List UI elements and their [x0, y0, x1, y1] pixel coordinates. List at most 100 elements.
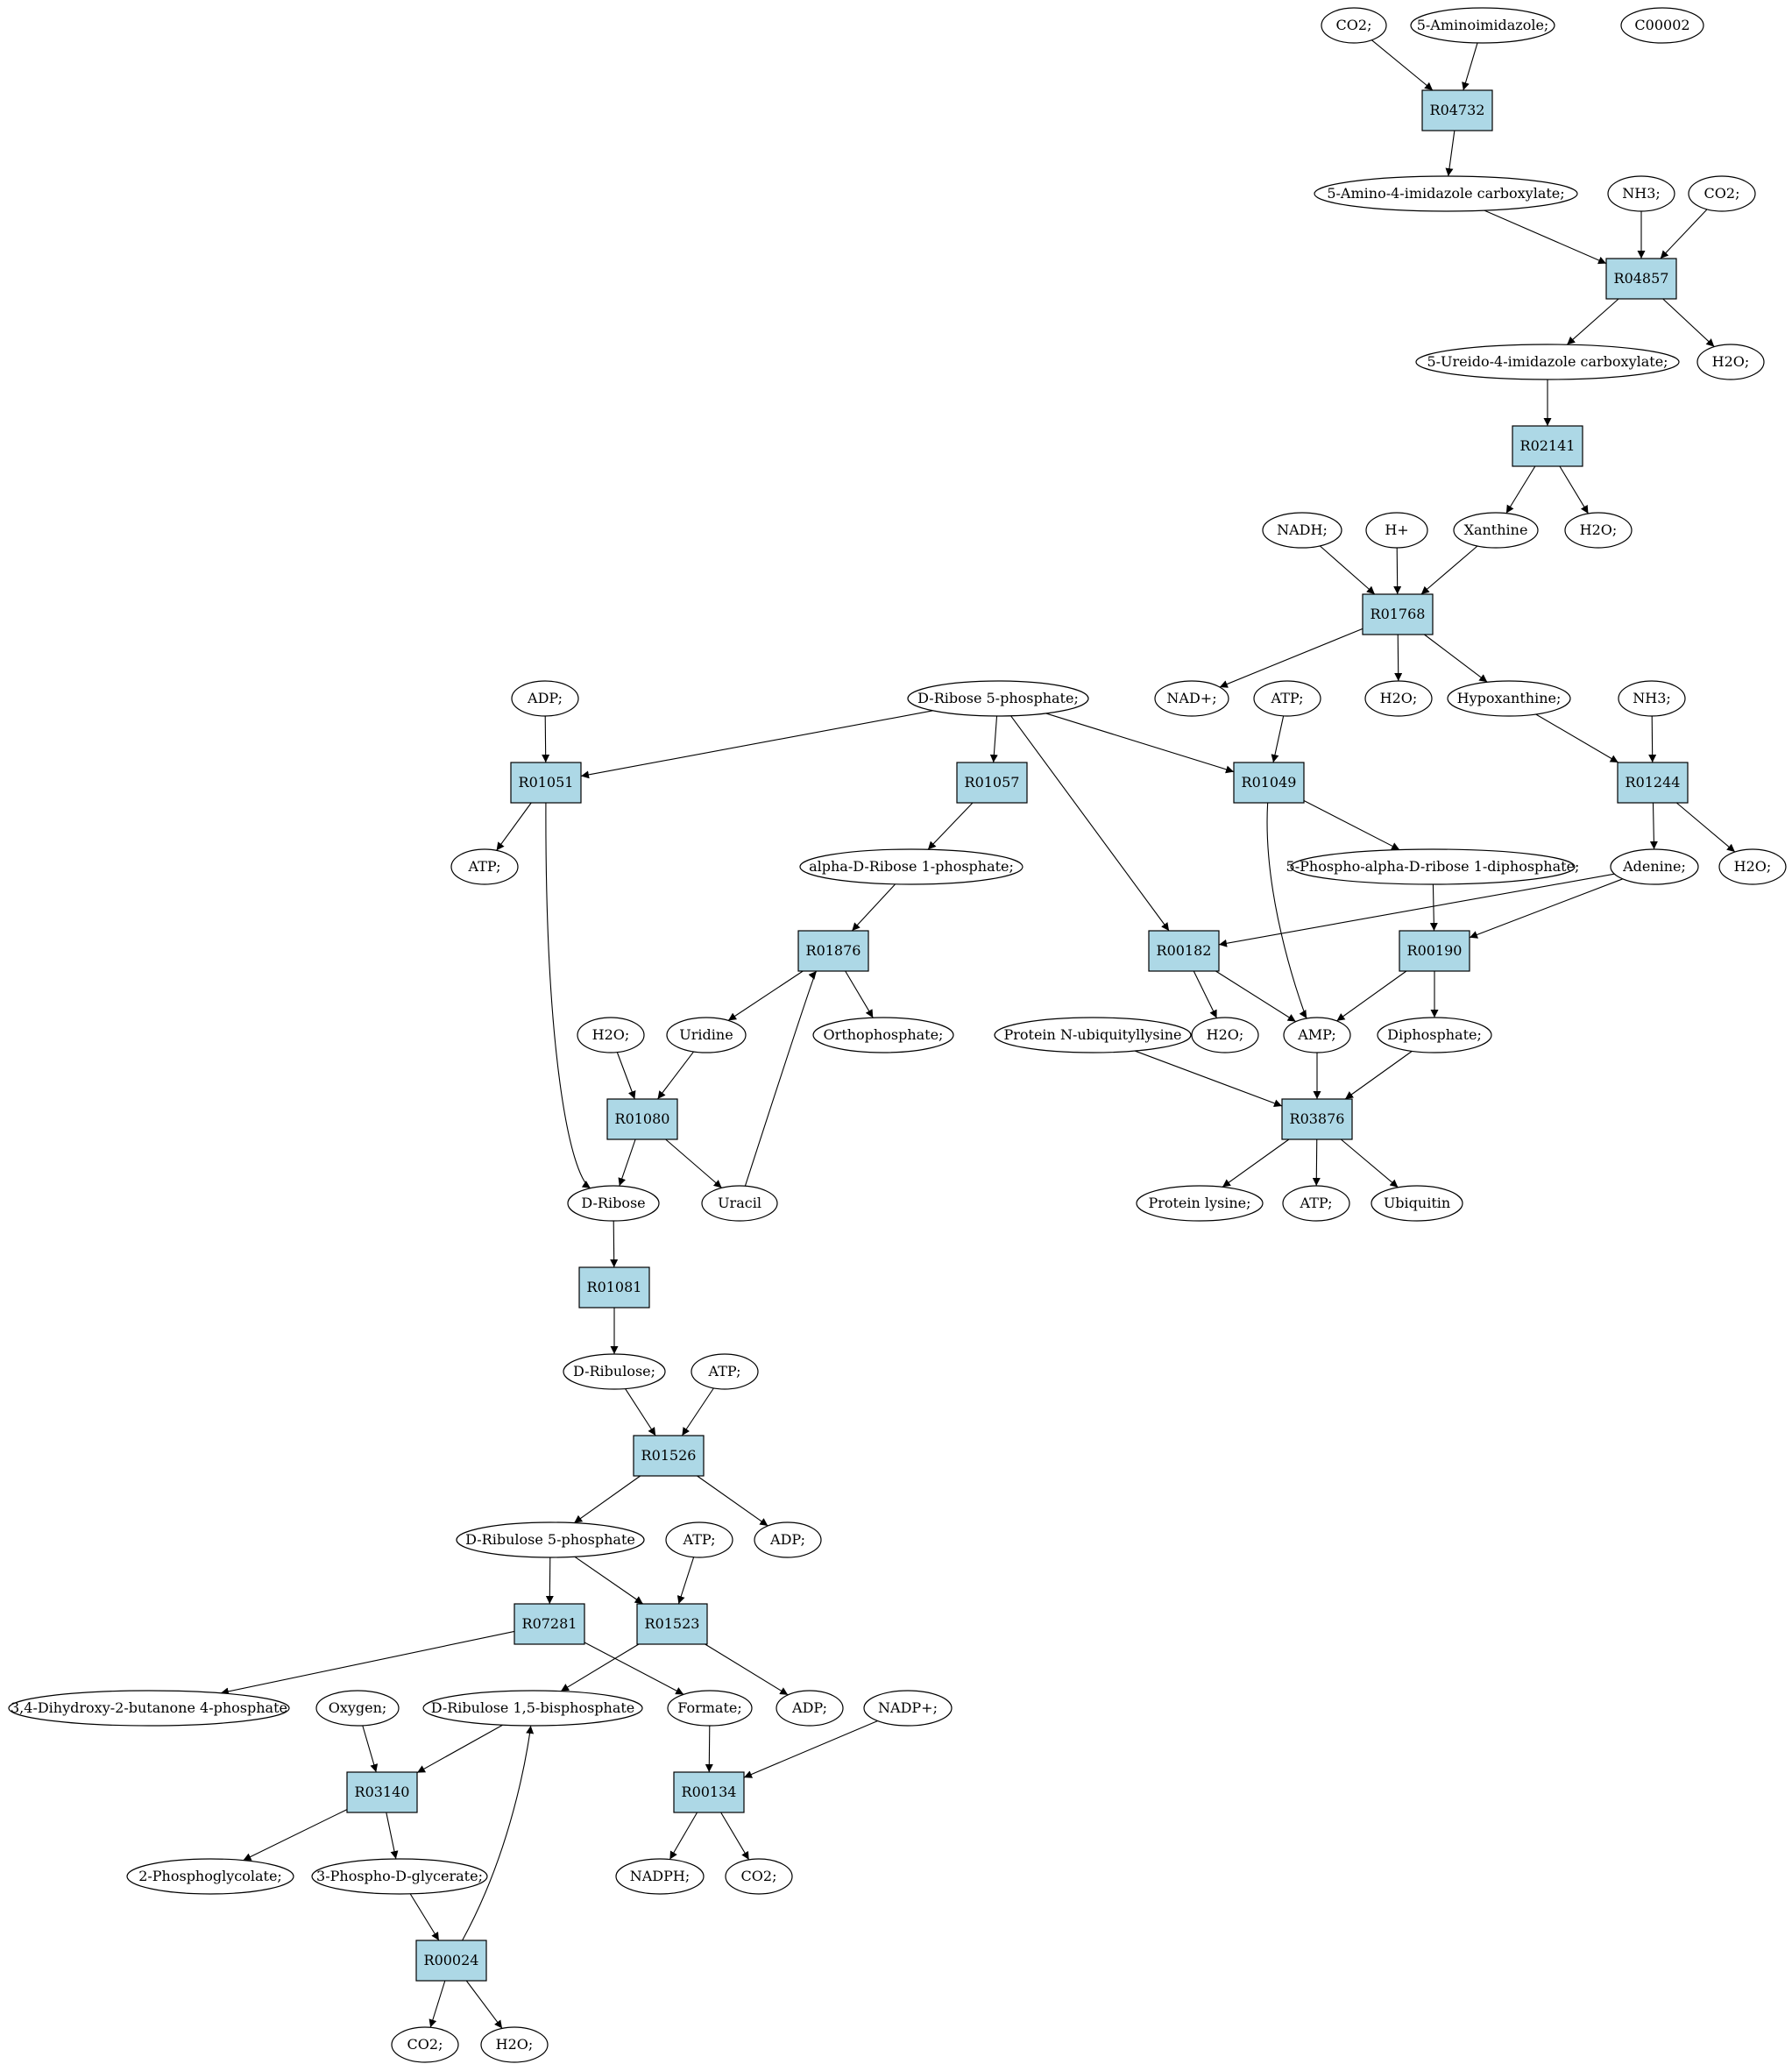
compound-node-c_h2o_b[interactable]: H2O; [1564, 512, 1633, 549]
compound-node-c_dribose[interactable]: D-Ribose [567, 1185, 660, 1222]
compound-node-c_nh3_b[interactable]: NH3; [1618, 680, 1686, 717]
compound-label: 3,4-Dihydroxy-2-butanone 4-phosphate [11, 1699, 287, 1716]
compound-ellipse [1447, 680, 1571, 717]
edge-r07281-to-c_formate [584, 1642, 684, 1695]
compound-label: Adenine; [1622, 858, 1686, 875]
edge-c_formate-to-r00134 [705, 1725, 713, 1773]
reaction-node-r01876[interactable]: R01876 [797, 930, 869, 972]
compound-node-c_nadph[interactable]: NADPH; [615, 1858, 705, 1895]
compound-node-c_pglycolate[interactable]: 2-Phosphoglycolate; [126, 1858, 294, 1895]
reaction-node-r00024[interactable]: R00024 [415, 1940, 487, 1982]
compound-node-c_co2_a[interactable]: CO2; [1321, 7, 1387, 44]
reaction-node-r01080[interactable]: R01080 [606, 1098, 678, 1140]
compound-node-c_nadh[interactable]: NADH; [1262, 512, 1342, 549]
compound-ellipse [615, 1858, 705, 1895]
reaction-node-r00182[interactable]: R00182 [1148, 930, 1220, 972]
edge-r01526-to-c_adp_b [697, 1475, 769, 1527]
compound-node-c_co2_b[interactable]: CO2; [1688, 175, 1756, 212]
compound-node-c_aicarbox[interactable]: 5-Amino-4-imidazole carboxylate; [1314, 175, 1578, 212]
compound-node-c_adp_a[interactable]: ADP; [511, 680, 579, 717]
compound-label: NH3; [1622, 185, 1661, 202]
compound-node-c_uracil[interactable]: Uracil [701, 1185, 778, 1222]
compound-ellipse [1688, 175, 1756, 212]
reaction-node-r01081[interactable]: R01081 [578, 1266, 650, 1309]
edge-c_dribulose-to-r01526 [625, 1388, 656, 1436]
compound-node-c_dhbp[interactable]: 3,4-Dihydroxy-2-butanone 4-phosphate [8, 1690, 290, 1727]
edge-c_hplus-to-r01768 [1393, 547, 1402, 595]
reaction-node-r07281[interactable]: R07281 [514, 1603, 585, 1645]
compound-ellipse [511, 680, 579, 717]
compound-node-c_aminoimidazole[interactable]: 5-Aminoimidazole; [1410, 7, 1555, 44]
compound-label: H2O; [1712, 353, 1750, 370]
compound-node-c_h2o_f[interactable]: H2O; [1191, 1017, 1259, 1053]
reaction-box [578, 1266, 650, 1309]
reaction-node-r01526[interactable]: R01526 [633, 1435, 705, 1477]
reaction-node-r03876[interactable]: R03876 [1281, 1098, 1353, 1140]
compound-node-c_r5p[interactable]: D-Ribose 5-phosphate; [907, 680, 1089, 717]
compound-node-c_diphos[interactable]: Diphosphate; [1377, 1017, 1492, 1053]
compound-node-c_adenine[interactable]: Adenine; [1610, 848, 1699, 885]
compound-node-c_protlys[interactable]: Protein lysine; [1136, 1185, 1264, 1222]
compound-node-c_atp_b[interactable]: ATP; [450, 848, 519, 885]
reaction-node-r02141[interactable]: R02141 [1512, 425, 1583, 467]
reaction-node-r00190[interactable]: R00190 [1399, 930, 1470, 972]
compound-node-c_h2o_e[interactable]: H2O; [577, 1017, 645, 1053]
compound-node-c_ureido[interactable]: 5-Ureido-4-imidazole carboxylate; [1415, 344, 1680, 380]
edge-c_rubp-to-r03140 [416, 1724, 503, 1774]
edge-r00134-to-c_nadph [669, 1812, 698, 1860]
compound-node-c_co2_d[interactable]: CO2; [391, 2026, 459, 2063]
compound-node-c_adp_b[interactable]: ADP; [754, 1521, 822, 1558]
compound-ellipse [391, 2026, 459, 2063]
compound-node-c_h2o_a[interactable]: H2O; [1696, 344, 1765, 380]
compound-node-c_3pg[interactable]: 3-Phospho-D-glycerate; [311, 1858, 488, 1895]
edge-r07281-to-c_dhbp [220, 1630, 515, 1696]
reaction-node-r00134[interactable]: R00134 [673, 1771, 745, 1813]
compound-node-c_h2o_d[interactable]: H2O; [1718, 848, 1787, 885]
compound-node-c_atp_a[interactable]: ATP; [1253, 680, 1321, 717]
reaction-node-r04857[interactable]: R04857 [1605, 258, 1677, 300]
reaction-node-r04732[interactable]: R04732 [1421, 89, 1493, 131]
compound-node-c_uridine[interactable]: Uridine [666, 1017, 747, 1053]
compound-node-c_rubp[interactable]: D-Ribulose 1,5-bisphosphate [422, 1690, 643, 1727]
reaction-node-r01523[interactable]: R01523 [636, 1603, 708, 1645]
compound-node-c_nadplus[interactable]: NAD+; [1154, 680, 1229, 717]
compound-node-c_c00002[interactable]: C00002 [1620, 7, 1704, 44]
reaction-node-r01057[interactable]: R01057 [956, 762, 1028, 804]
compound-ellipse [1607, 175, 1675, 212]
compound-node-c_h2o_g[interactable]: H2O; [480, 2026, 549, 2063]
edge-r00024-to-c_h2o_g [465, 1980, 503, 2029]
compound-node-c_atp_c[interactable]: ATP; [1282, 1185, 1350, 1222]
edge-r04857-to-c_ureido [1566, 298, 1619, 345]
compound-node-c_prpp[interactable]: 5-Phospho-alpha-D-ribose 1-diphosphate; [1286, 848, 1580, 885]
compound-node-c_formate[interactable]: Formate; [667, 1690, 753, 1727]
compound-node-c_nadpplus[interactable]: NADP+; [863, 1690, 953, 1727]
compound-node-c_amp[interactable]: AMP; [1283, 1017, 1351, 1053]
reaction-node-r01051[interactable]: R01051 [510, 762, 582, 804]
edge-r01768-to-c_h2o_c [1394, 634, 1403, 682]
compound-node-c_nh3_a[interactable]: NH3; [1607, 175, 1675, 212]
compound-node-c_hplus[interactable]: H+ [1365, 512, 1428, 549]
compound-node-c_hypox[interactable]: Hypoxanthine; [1447, 680, 1571, 717]
compound-node-c_h2o_c[interactable]: H2O; [1364, 680, 1433, 717]
reaction-box [1399, 930, 1470, 972]
compound-node-c_oxygen[interactable]: Oxygen; [315, 1690, 400, 1727]
reaction-node-r03140[interactable]: R03140 [346, 1771, 418, 1813]
edge-c_xanthine-to-r01768 [1420, 545, 1478, 595]
compound-node-c_co2_c[interactable]: CO2; [725, 1858, 793, 1895]
compound-node-c_adr1p[interactable]: alpha-D-Ribose 1-phosphate; [799, 848, 1023, 885]
reaction-node-r01244[interactable]: R01244 [1617, 762, 1689, 804]
compound-node-c_adp_c[interactable]: ADP; [776, 1690, 844, 1727]
compound-node-c_orthop[interactable]: Orthophosphate; [812, 1017, 954, 1053]
compound-node-c_atp_d[interactable]: ATP; [691, 1353, 759, 1390]
compound-node-c_xanthine[interactable]: Xanthine [1453, 512, 1539, 549]
compound-ellipse [1283, 1017, 1351, 1053]
compound-node-c_ubiquitin[interactable]: Ubiquitin [1371, 1185, 1463, 1222]
reaction-node-r01768[interactable]: R01768 [1362, 593, 1434, 635]
compound-node-c_atp_e[interactable]: ATP; [665, 1521, 733, 1558]
compound-node-c_dribulose[interactable]: D-Ribulose; [563, 1353, 666, 1390]
compound-node-c_protubq[interactable]: Protein N-ubiquityllysine [994, 1017, 1192, 1053]
compound-node-c_ru5p[interactable]: D-Ribulose 5-phosphate [456, 1521, 645, 1558]
reaction-node-r01049[interactable]: R01049 [1233, 762, 1305, 804]
compound-ellipse [126, 1858, 294, 1895]
